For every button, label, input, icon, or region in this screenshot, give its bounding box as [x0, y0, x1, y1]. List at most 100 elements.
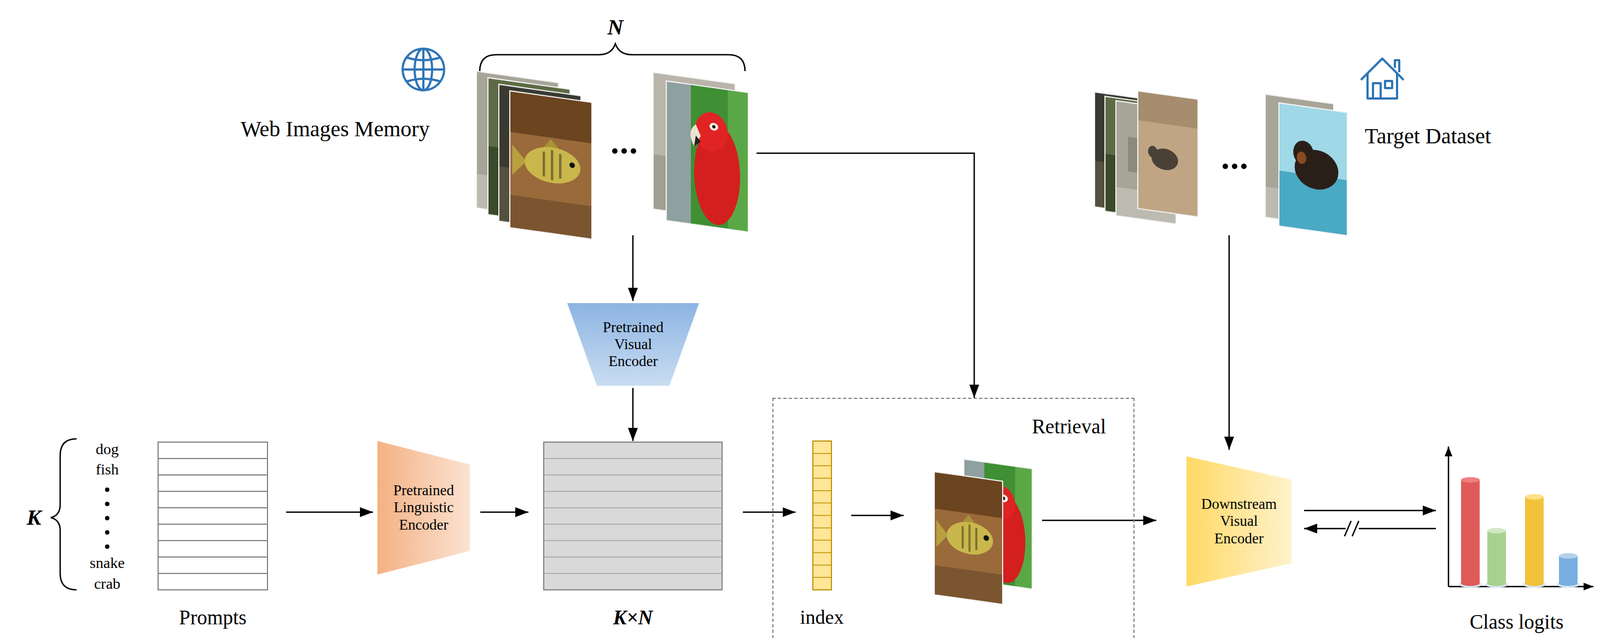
logit-bar — [1558, 555, 1578, 584]
photo-detail — [666, 80, 749, 232]
ellipsis-dot — [105, 501, 110, 506]
globe-latitude — [406, 78, 441, 82]
table-row-line — [158, 539, 268, 541]
target-dataset: Target Dataset — [1091, 76, 1513, 236]
matrix-row-line — [543, 572, 723, 574]
retrieved-image-line — [1042, 519, 1135, 522]
ellipsis-dot — [1231, 163, 1238, 170]
index-vector: index — [795, 439, 849, 634]
matrix-row-line — [543, 556, 723, 558]
photo-card — [666, 80, 749, 232]
photo-detail — [936, 519, 948, 549]
class-name: snake — [89, 554, 125, 572]
bar-shadow — [1556, 580, 1580, 588]
downstream-encoder: Downstream Visual Encoder — [1186, 456, 1292, 587]
table-row-line — [158, 474, 268, 476]
index-column — [812, 440, 832, 590]
encoder-trapezoid — [377, 440, 470, 575]
index-cell-line — [812, 452, 832, 455]
photo-detail — [524, 143, 581, 187]
similarity-matrix: K×N — [543, 441, 723, 634]
bar-shadow — [1522, 580, 1546, 588]
photo-detail — [550, 149, 554, 181]
photo-detail — [1293, 139, 1314, 167]
flow-arrow — [480, 511, 529, 514]
photo-detail — [934, 565, 1003, 605]
retrieval-region: index Retrieval — [772, 397, 1135, 638]
node-label: Class logits — [1435, 610, 1598, 634]
logit-bar-top — [1487, 527, 1506, 534]
prompt-table: Prompts — [155, 439, 270, 634]
index-cell-line — [812, 477, 832, 479]
photo-detail — [559, 153, 562, 179]
break-symbol — [1344, 520, 1359, 537]
flow-arrow — [1134, 519, 1157, 522]
visual-encoder: Pretrained Visual Encoder — [567, 303, 700, 386]
matrix-row-line — [543, 507, 723, 509]
table-row-line — [158, 523, 268, 525]
table-row-line — [158, 507, 268, 509]
matrix-row-line — [543, 474, 723, 476]
photo-detail — [975, 527, 978, 551]
logit-bar-top — [1461, 476, 1480, 483]
node-label: Retrieval — [1031, 415, 1107, 439]
text-holder: Pretrained Visual Encoder — [567, 303, 700, 386]
matrix-row-line — [543, 457, 723, 459]
logit-bar — [1525, 496, 1544, 584]
logit-bar-base — [1487, 580, 1506, 586]
photo-detail — [512, 144, 527, 177]
photo-card — [509, 90, 592, 240]
photo-detail — [934, 471, 1003, 605]
flow-arrow — [756, 153, 975, 398]
index-cell-line — [812, 490, 832, 492]
photo-border — [1278, 102, 1348, 236]
ellipsis-dot — [1222, 163, 1229, 170]
prompt-table — [158, 441, 268, 590]
photo-detail — [1137, 90, 1198, 217]
flow-arrow — [1304, 527, 1436, 530]
ellipsis-dot — [1241, 163, 1247, 170]
flow-arrow — [286, 511, 374, 514]
node-label: Prompts — [155, 606, 270, 630]
globe-equator — [402, 68, 445, 71]
logit-bar-top — [1525, 493, 1544, 500]
flow-arrow — [1228, 235, 1231, 450]
photo-detail — [934, 471, 1003, 519]
photo-content — [509, 90, 592, 240]
bar-shadow — [1485, 580, 1509, 588]
globe-latitude — [406, 57, 441, 61]
photo-content — [1278, 102, 1348, 236]
logit-bar-base — [1461, 580, 1480, 586]
image-memory: Web Images Memory — [240, 68, 753, 236]
house-walls — [1367, 73, 1398, 99]
class-name: fish — [95, 461, 119, 479]
house-chimney — [1394, 60, 1400, 73]
ellipsis-dot — [630, 148, 637, 154]
photo-content — [666, 80, 749, 232]
photo-detail — [946, 518, 994, 557]
photo-detail — [968, 524, 971, 552]
feature-matrix — [543, 441, 723, 590]
photo-border — [509, 90, 592, 240]
index-cell-line — [812, 577, 832, 579]
index-cell-line — [812, 514, 832, 516]
photo-border — [666, 80, 749, 232]
photo-detail — [1148, 144, 1159, 159]
encoder-trapezoid — [1186, 456, 1292, 587]
ellipsis-dot — [612, 148, 618, 154]
table-row-line — [158, 457, 268, 459]
photo-detail — [712, 124, 716, 129]
chart-y-axis — [1447, 446, 1450, 587]
logit-bar-base — [1525, 580, 1544, 586]
curly-brace — [479, 43, 746, 72]
matrix-row-line — [543, 539, 723, 541]
photo-detail — [709, 122, 719, 132]
photo-detail — [961, 525, 964, 549]
photo-card — [1278, 102, 1348, 236]
photo-detail — [1278, 102, 1348, 236]
flow-arrow — [1304, 509, 1436, 512]
house-window — [1385, 80, 1393, 89]
node-label: Web Images Memory — [240, 116, 430, 142]
globe-icon — [402, 48, 445, 91]
photo-detail — [694, 135, 701, 148]
